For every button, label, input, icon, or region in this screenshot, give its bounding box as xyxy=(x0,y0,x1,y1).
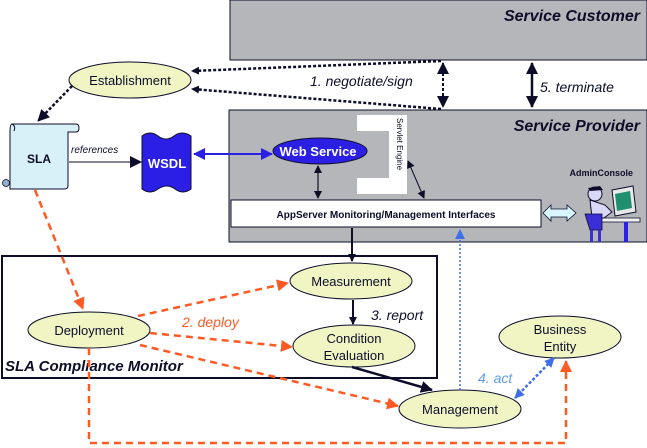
deploy-evaluation-edge xyxy=(149,331,293,352)
sla-label: SLA xyxy=(27,152,51,166)
management-label: Management xyxy=(422,402,498,417)
terminate-label: 5. terminate xyxy=(540,79,614,95)
service-customer-region: Service Customer xyxy=(229,0,647,61)
condition-evaluation-label-line1: Condition xyxy=(327,331,382,346)
evaluation-management-edge xyxy=(351,365,433,393)
servlet-engine-label: Servlet Engine xyxy=(395,118,404,171)
admin-interfaces-double-arrow xyxy=(542,204,577,222)
deploy-measurement-edge xyxy=(137,279,289,318)
act-edge xyxy=(514,357,555,399)
measurement-node[interactable]: Measurement xyxy=(289,262,413,300)
establishment-sla-edge xyxy=(37,85,73,122)
wsdl-label: WSDL xyxy=(148,156,186,171)
wsdl-document[interactable]: WSDL xyxy=(141,132,192,193)
sla-document[interactable]: SLA xyxy=(2,123,80,190)
deploy-label: 2. deploy xyxy=(181,314,240,330)
condition-evaluation-node[interactable]: Condition Evaluation xyxy=(292,324,416,368)
service-provider-label: Service Provider xyxy=(514,118,641,135)
deploy-business-entity-edge xyxy=(87,348,572,445)
appserver-interfaces-box[interactable]: AppServer Monitoring/Management Interfac… xyxy=(230,199,542,228)
sla-compliance-monitor-label: SLA Compliance Monitor xyxy=(5,358,184,375)
business-entity-label-line2: Entity xyxy=(544,339,577,354)
report-label: 3. report xyxy=(371,307,424,323)
references-label: references xyxy=(71,145,118,156)
admin-person-icon xyxy=(584,185,641,242)
admin-console[interactable]: AdminConsole xyxy=(569,168,641,242)
business-entity-node[interactable]: Business Entity xyxy=(498,315,622,359)
appserver-interfaces-label: AppServer Monitoring/Management Interfac… xyxy=(277,210,496,221)
servlet-appserver-edge xyxy=(407,160,425,199)
deployment-node[interactable]: Deployment xyxy=(27,311,151,349)
negotiate-sign-label: 1. negotiate/sign xyxy=(310,73,413,89)
deploy-management-edge xyxy=(139,343,399,410)
act-label: 4. act xyxy=(478,370,513,386)
deployment-label: Deployment xyxy=(54,323,124,338)
sla-compliance-monitor-region: SLA Compliance Monitor xyxy=(1,255,438,379)
negotiate-edge-upper xyxy=(191,59,442,75)
management-node[interactable]: Management xyxy=(398,389,522,429)
condition-evaluation-label-line2: Evaluation xyxy=(324,348,385,363)
measurement-label: Measurement xyxy=(311,274,391,289)
service-customer-label: Service Customer xyxy=(504,8,641,25)
web-service-label: Web Service xyxy=(279,144,356,159)
establishment-label: Establishment xyxy=(89,73,171,88)
web-service-node[interactable]: Web Service xyxy=(272,137,368,165)
admin-console-label: AdminConsole xyxy=(569,168,633,178)
establishment-node[interactable]: Establishment xyxy=(68,61,192,99)
sla-deployment-edge xyxy=(33,189,85,310)
servlet-engine: Servlet Engine xyxy=(357,115,407,194)
negotiate-edge-lower xyxy=(191,85,442,111)
business-entity-label-line1: Business xyxy=(534,322,587,337)
